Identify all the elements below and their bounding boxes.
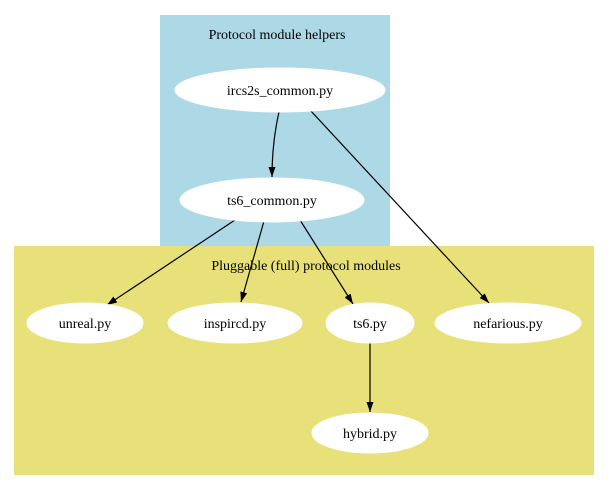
edge-ts6-common-to-inspircd	[240, 220, 265, 303]
node-inspircd-label: inspircd.py	[204, 317, 267, 332]
node-unreal-shape	[26, 302, 144, 344]
node-hybrid: hybrid.py	[311, 412, 429, 454]
node-ts6-label: ts6.py	[353, 317, 387, 332]
node-inspircd: inspircd.py	[167, 302, 303, 344]
node-ts6: ts6.py	[325, 302, 415, 344]
edge-ircs2s-common-to-nefarious	[309, 109, 490, 304]
edge-ts6-common-to-unreal	[106, 219, 236, 306]
node-ts6-common-label: ts6_common.py	[227, 194, 317, 209]
node-inspircd-shape	[167, 302, 303, 344]
node-ircs2s-common-label: ircs2s_common.py	[227, 84, 333, 99]
cluster-pluggable-modules-label: Pluggable (full) protocol modules	[211, 259, 400, 274]
node-nefarious-shape	[434, 302, 582, 344]
edge-ircs2s-common-to-ts6-common	[268, 111, 280, 178]
node-nefarious: nefarious.py	[434, 302, 582, 344]
cluster-protocol-helpers-label: Protocol module helpers	[209, 28, 346, 43]
node-hybrid-label: hybrid.py	[343, 427, 397, 442]
node-hybrid-shape	[311, 412, 429, 454]
node-ts6-common: ts6_common.py	[179, 177, 365, 223]
node-unreal-label: unreal.py	[59, 317, 111, 332]
node-nefarious-label: nefarious.py	[473, 317, 543, 332]
node-ts6-common-shape	[179, 177, 365, 223]
cluster-pluggable-modules	[14, 246, 594, 475]
node-unreal: unreal.py	[26, 302, 144, 344]
node-ircs2s-common-shape	[174, 67, 386, 113]
edge-ts6-common-to-ts6	[299, 219, 354, 305]
node-ircs2s-common: ircs2s_common.py	[174, 67, 386, 113]
node-ts6-shape	[325, 302, 415, 344]
